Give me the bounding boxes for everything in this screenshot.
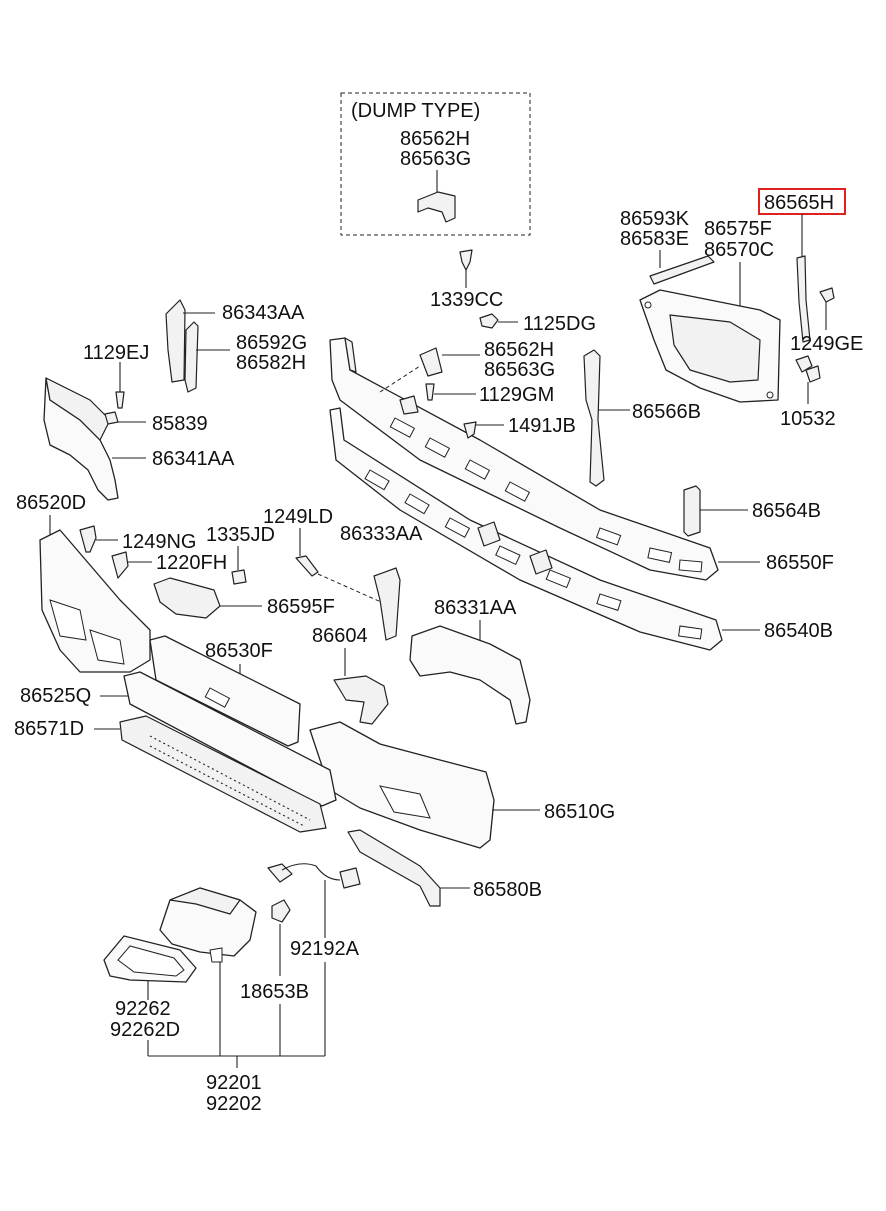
label-92202: 92202 xyxy=(206,1093,262,1115)
bracket-86562H: 86562H 86563G 1129GM 1491JB xyxy=(379,339,576,439)
fender-extension-86341AA: 1129EJ 85839 86341AA xyxy=(43,342,235,501)
label-1335JD: 1335JD xyxy=(206,524,275,546)
label-86510G: 86510G xyxy=(544,801,615,823)
grille-86571D: 86571D xyxy=(14,715,327,833)
label-86343AA: 86343AA xyxy=(222,302,305,324)
dump-type-inset: (DUMP TYPE) 86562H 86563G xyxy=(340,92,531,236)
label-1129EJ: 1129EJ xyxy=(83,342,149,364)
label-86570C: 86570C xyxy=(704,239,774,261)
label-1249NG: 1249NG xyxy=(122,531,197,553)
label-86580B: 86580B xyxy=(473,879,542,901)
dump-type-part-a: 86562H xyxy=(400,128,470,150)
bracket-86564B: 86564B xyxy=(683,485,821,537)
label-86540B: 86540B xyxy=(764,620,833,642)
label-1249GE: 1249GE xyxy=(790,333,863,355)
label-18653B: 18653B xyxy=(240,981,309,1003)
label-1220FH: 1220FH xyxy=(156,552,227,574)
lower-beam-86540B: 86540B xyxy=(329,407,833,651)
label-86333AA: 86333AA xyxy=(340,523,423,545)
label-92262D: 92262D xyxy=(110,1019,180,1041)
label-86566B: 86566B xyxy=(632,401,701,423)
label-86331AA: 86331AA xyxy=(434,597,517,619)
side-cover-86331AA: 86331AA xyxy=(409,597,531,725)
panel-86525Q: 86525Q xyxy=(20,671,337,807)
dump-type-part-b: 86563G xyxy=(400,148,471,170)
label-86525Q: 86525Q xyxy=(20,685,91,707)
label-1339CC: 1339CC xyxy=(430,289,503,311)
bracket-86333AA: 86333AA xyxy=(340,523,423,641)
label-10532: 10532 xyxy=(780,408,836,430)
label-1249LD: 1249LD xyxy=(263,506,333,528)
label-86595F: 86595F xyxy=(267,596,335,618)
upper-left-brackets: 86343AA 86592G 86582H xyxy=(165,299,307,393)
bracket-86604: 86604 xyxy=(312,625,389,725)
dump-type-title: (DUMP TYPE) xyxy=(351,100,480,122)
left-fasteners: 86520D 1249NG 1220FH 1335JD 1249LD xyxy=(16,492,391,607)
radiator-frame: 86593K 86583E 86575F 86570C 1249GE 10532 xyxy=(620,208,863,430)
label-92262: 92262 xyxy=(115,998,171,1020)
label-86520D: 86520D xyxy=(16,492,86,514)
label-86530F: 86530F xyxy=(205,640,273,662)
label-86583E: 86583E xyxy=(620,228,689,250)
upper-fasteners: 1339CC 1125DG xyxy=(430,249,596,335)
trim-86595F: 86595F xyxy=(153,577,335,619)
label-92192A: 92192A xyxy=(290,938,360,960)
upper-beam-86550F: 86550F xyxy=(329,337,834,581)
highlighted-part-86565H[interactable]: 86565H xyxy=(758,188,846,343)
label-86563G: 86563G xyxy=(484,359,555,381)
label-86592G: 86592G xyxy=(236,332,307,354)
label-86604: 86604 xyxy=(312,625,368,647)
label-1129GM: 1129GM xyxy=(479,384,554,406)
label-86564B: 86564B xyxy=(752,500,821,522)
label-86571D: 86571D xyxy=(14,718,84,740)
label-86562H: 86562H xyxy=(484,339,554,361)
label-86582H: 86582H xyxy=(236,352,306,374)
label-86593K: 86593K xyxy=(620,208,690,230)
fog-lamp-assembly: 92192A 18653B 92262 92262D 92201 92202 xyxy=(103,863,361,1115)
label-86550F: 86550F xyxy=(766,552,834,574)
label-86341AA: 86341AA xyxy=(152,448,235,470)
strap-86566B: 86566B xyxy=(583,349,701,487)
bracket-86580B: 86580B xyxy=(347,829,542,907)
label-1125DG: 1125DG xyxy=(523,313,596,335)
label-92201: 92201 xyxy=(206,1072,262,1094)
bumper-86510G: 86510G xyxy=(39,529,615,849)
label-86565H: 86565H xyxy=(764,192,834,214)
label-1491JB: 1491JB xyxy=(508,415,576,437)
label-85839: 85839 xyxy=(152,413,208,435)
label-86575F: 86575F xyxy=(704,218,772,240)
